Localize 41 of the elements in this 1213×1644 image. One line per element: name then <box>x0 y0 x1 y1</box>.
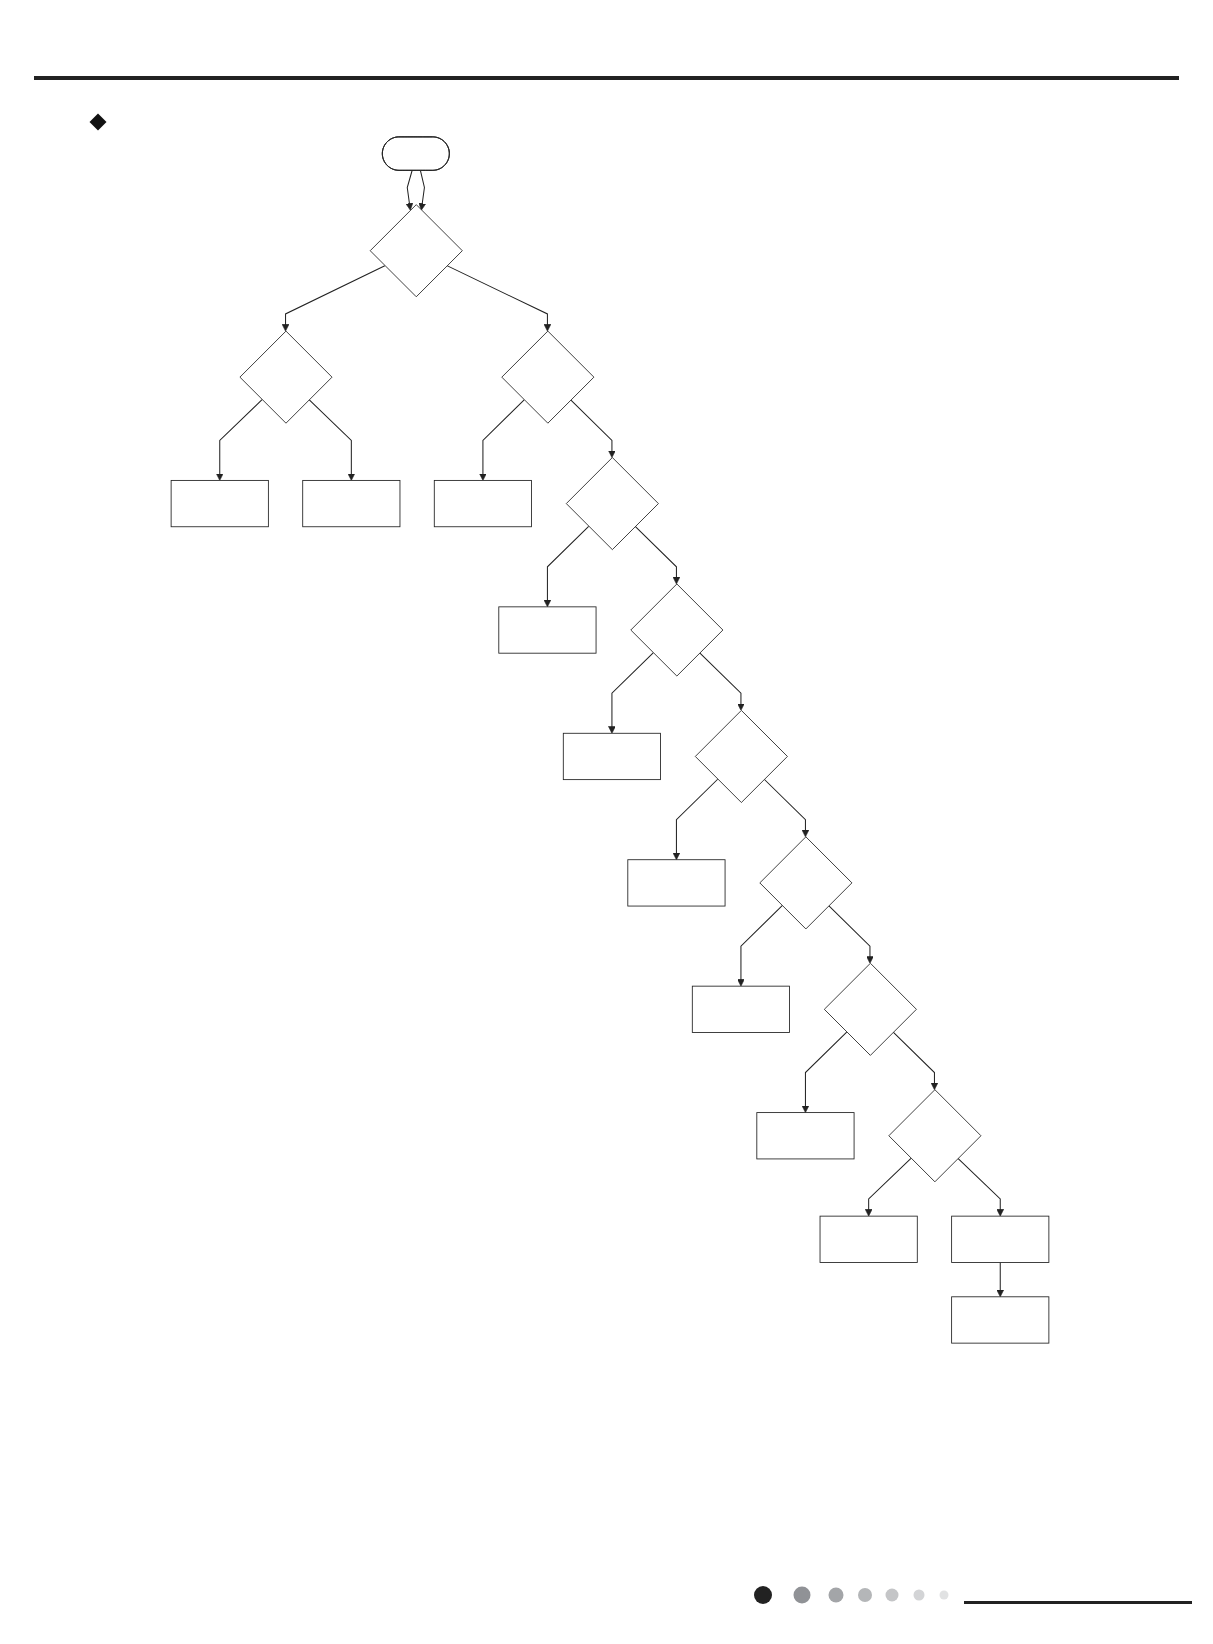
node-box <box>170 480 269 528</box>
node-diamond <box>501 330 595 424</box>
node-box <box>498 606 597 654</box>
node-box <box>302 480 401 528</box>
arrow <box>996 1261 1004 1298</box>
node-diamond <box>823 962 917 1056</box>
node-diamond <box>565 457 659 551</box>
node-diamond <box>759 836 853 930</box>
arrow <box>308 399 356 481</box>
arrow <box>479 399 525 481</box>
node-box <box>433 480 532 528</box>
node-box <box>627 859 726 907</box>
node-box <box>951 1296 1050 1344</box>
node-diamond <box>239 330 333 424</box>
arrow <box>634 525 681 585</box>
node-box <box>819 1215 918 1263</box>
arrow <box>672 778 719 861</box>
arrow <box>957 1157 1004 1217</box>
node-diamond <box>888 1089 982 1183</box>
arrow <box>216 399 263 481</box>
arrow <box>281 265 386 332</box>
arrow <box>737 905 783 987</box>
node-diamond <box>369 204 463 298</box>
node-box <box>562 732 661 781</box>
arrow <box>446 265 552 332</box>
arrow <box>828 905 874 964</box>
arrow <box>763 778 810 838</box>
arrow <box>864 1157 912 1217</box>
node-diamond <box>694 709 788 803</box>
node-box <box>756 1112 855 1160</box>
arrow <box>570 399 616 458</box>
node-box <box>951 1215 1050 1263</box>
node-box <box>691 985 790 1033</box>
arrow <box>892 1031 939 1091</box>
arrow <box>405 170 414 211</box>
arrow <box>608 652 654 734</box>
arrow <box>699 652 745 711</box>
arrow <box>543 525 590 608</box>
arrow <box>418 170 426 211</box>
arrow <box>801 1031 848 1113</box>
node-diamond <box>630 583 724 677</box>
